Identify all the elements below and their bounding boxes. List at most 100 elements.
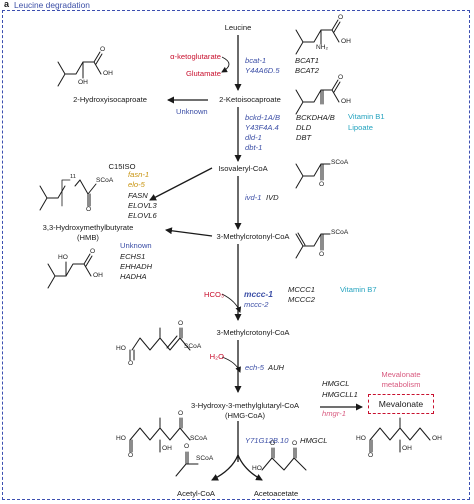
arrow-to-acetyl [211, 454, 239, 481]
gene-MCCC1: MCCC1 [288, 285, 316, 294]
metabolite-leucine: Leucine [224, 23, 252, 32]
gene-fasn-1: fasn-1 [128, 170, 150, 179]
gene-BCAT1: BCAT1 [295, 56, 319, 65]
atom-hmb-o: O [90, 248, 96, 255]
cofactor-arrow-h2o [221, 356, 241, 373]
atom-c15iso-o: O [86, 206, 92, 213]
atom-leucine-o: O [338, 14, 344, 21]
atom-acetoacetate-o: O [270, 440, 276, 447]
cofactor-arrow-hco3 [221, 293, 242, 313]
main-pathway-arrows [149, 35, 363, 481]
atom-leucine-nh2: NH₂ [316, 44, 329, 51]
structure-hmgcoa [129, 417, 191, 453]
mevalonate-box [368, 394, 434, 414]
cofactor-lipoate: Lipoate [348, 123, 373, 132]
gene-BCAT2: BCAT2 [295, 66, 319, 75]
gene-unknown-hmb: Unknown [120, 241, 152, 250]
structure-ketoisocaproate [295, 79, 341, 115]
structure-hmb [47, 253, 93, 289]
metabolite-hmg-coa: 3-Hydroxy-3-methylglutaryl-CoA [190, 401, 300, 410]
gene-DLD: DLD [296, 123, 312, 132]
atom-hmb-oh: OH [93, 272, 103, 279]
gene-dbt-1: dbt-1 [245, 143, 263, 152]
cofactor-hco3: HCO₃ [204, 290, 224, 299]
gene-ELOVL3: ELOVL3 [128, 201, 157, 210]
gene-y43f4a4: Y43F4A.4 [245, 123, 279, 132]
atom-crotonyl-scoa: SCoA [331, 229, 349, 236]
gene-ELOVL6: ELOVL6 [128, 211, 157, 220]
atom-keto-o: O [338, 74, 344, 81]
gene-ech-5: ech-5 [245, 363, 264, 372]
atom-glutaconyl-ho: HO [116, 345, 126, 352]
gene-ECHS1: ECHS1 [120, 252, 146, 261]
metabolite-isovaleryl-coa: Isovaleryl-CoA [218, 164, 268, 173]
atom-crotonyl-o: O [319, 251, 325, 258]
panel-letter: a [4, 0, 10, 9]
atom-glutaconyl-o-2: O [178, 320, 184, 327]
atom-hmgcoa-o-2: O [178, 410, 184, 417]
atom-mevalonate-o: O [368, 452, 374, 459]
structure-isovaleryl [295, 163, 331, 189]
atom-mevalonate-oh: OH [432, 435, 442, 442]
atom-acetoacetate-ho: HO [252, 465, 262, 472]
gene-MCCC2: MCCC2 [288, 295, 316, 304]
structure-hydroxyisocaproate [57, 51, 103, 87]
atom-hmgcoa-o: O [128, 452, 134, 459]
atom-mevalonate-ho: HO [356, 435, 366, 442]
metabolite-c15iso: C15ISO [108, 162, 136, 171]
atom-acetyl-o: O [184, 443, 190, 450]
gene-dld-1: dld-1 [245, 133, 262, 142]
gene-y44a6d5: Y44A6D.5 [245, 66, 280, 75]
mevalonate-metabolism-label: Mevalonate [381, 370, 421, 379]
gene-DBT: DBT [296, 133, 312, 142]
gene-bckd-1ab: bckd-1A/B [245, 113, 281, 122]
gene-EHHADH: EHHADH [120, 262, 153, 271]
atom-hmb-ho: HO [58, 254, 68, 261]
cofactor-glutamate: Glutamate [185, 69, 221, 78]
cofactor-vitamin-b1: Vitamin B1 [348, 112, 385, 121]
gene-mccc-2: mccc-2 [244, 300, 269, 309]
atom-hydroxy-oh-2: OH [78, 79, 88, 86]
gene-BCKDHA-B: BCKDHA/B [296, 113, 335, 122]
structure-methylglutaconyl [129, 327, 191, 361]
metabolite-methylcrotonyl-coa-2: 3-Methylcrotonyl-CoA [216, 328, 290, 337]
structure-c15iso [39, 179, 97, 211]
gene-hmgr-1: hmgr-1 [322, 409, 346, 418]
panel-frame [2, 10, 470, 500]
gene-IVD: IVD [266, 193, 279, 202]
atom-isovaleryl-scoa: SCoA [331, 159, 349, 166]
atom-c15iso-index: 11 [70, 174, 77, 180]
atom-hydroxy-oh: OH [103, 70, 113, 77]
metabolite-acetoacetate: Acetoacetate [253, 489, 299, 498]
cofactor-arrow-transamination [221, 56, 230, 73]
atom-hydroxy-o: O [100, 46, 106, 53]
atom-keto-oh: OH [341, 98, 351, 105]
metabolite-hydroxymethylbutyrate: 3,3-Hydroxymethylbutyrate [42, 223, 134, 232]
gene-AUH: AUH [268, 363, 285, 372]
atom-acetyl-scoa: SCoA [196, 455, 214, 462]
arrow-to-c15iso [149, 167, 213, 201]
atom-glutaconyl-o: O [128, 360, 134, 367]
structure-leucine [295, 19, 341, 55]
atom-c15iso-scoa: SCoA [96, 177, 114, 184]
gene-bcat-1: bcat-1 [245, 56, 267, 65]
metabolite-methylcrotonyl-coa: 3-Methylcrotonyl-CoA [216, 232, 290, 241]
structure-methylcrotonyl [295, 232, 331, 259]
atom-leucine-oh: OH [341, 38, 351, 45]
structure-mevalonate [369, 417, 431, 453]
arrow-to-hmb [165, 227, 213, 237]
atom-hmgcoa-oh: OH [162, 445, 172, 452]
gene-FASN: FASN [128, 191, 148, 200]
atom-mevalonate-oh-2: OH [402, 445, 412, 452]
atom-hmgcoa-ho: HO [116, 435, 126, 442]
metabolite-hmb: (HMB) [77, 233, 99, 242]
atom-glutaconyl-scoa: SCoA [184, 343, 202, 350]
metabolite-hydroxyisocaproate: 2-Hydroxyisocaproate [73, 95, 147, 104]
structure-acetoacetate [261, 447, 307, 471]
cofactor-arrows [221, 56, 242, 373]
gene-HMGCL-lower: HMGCL [300, 436, 328, 445]
atom-hmgcoa-scoa: SCoA [190, 435, 208, 442]
gene-unknown-hydroxy: Unknown [176, 107, 208, 116]
